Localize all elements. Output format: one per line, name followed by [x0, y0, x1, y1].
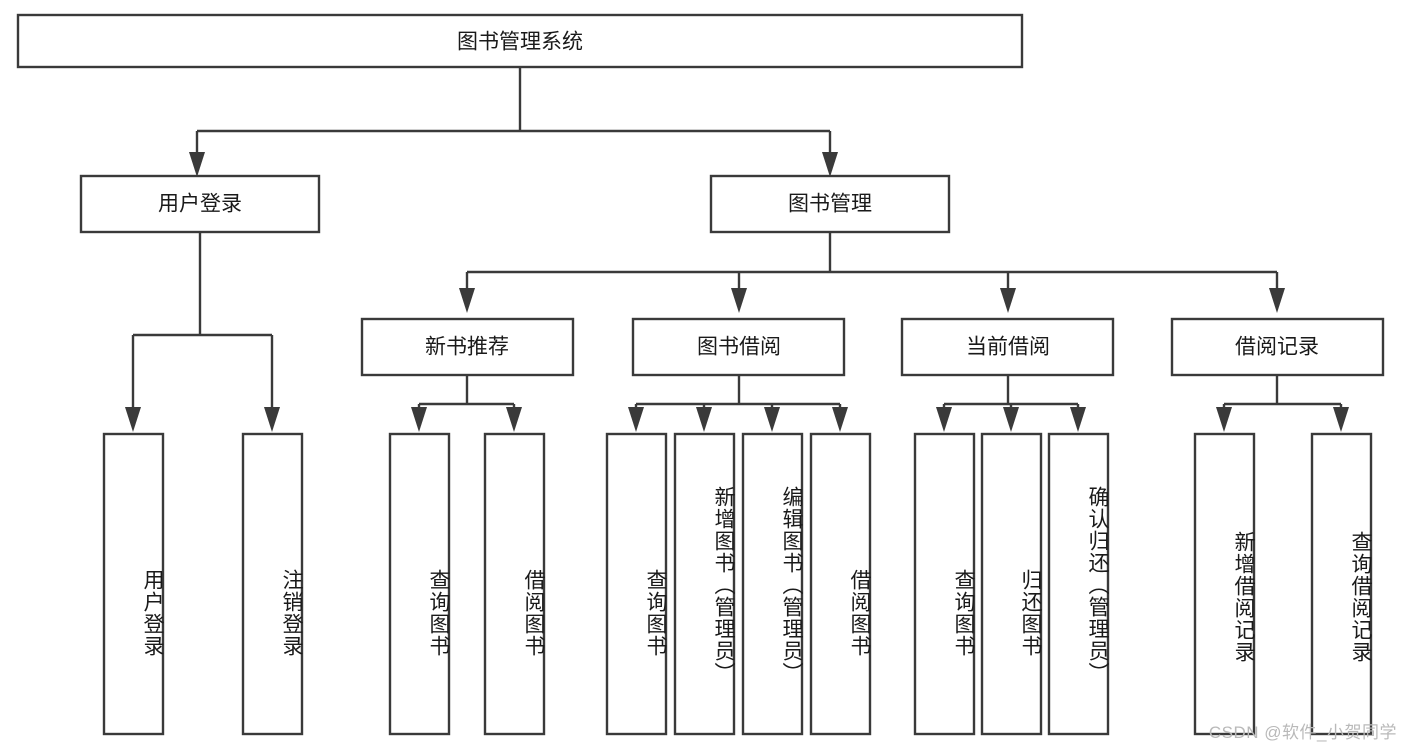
arrow-head-user-login-leaf-0: [125, 407, 141, 432]
watermark-text: CSDN @软件_小贺同学: [1208, 723, 1397, 742]
leaf-box-borrow-record-1[interactable]: [1310, 432, 1373, 736]
connector-group-borrow-record: [1216, 375, 1349, 432]
node-book-management[interactable]: [709, 174, 951, 234]
leaf-box-user-login-1[interactable]: [241, 432, 304, 736]
leaf-box-current-borrow-2[interactable]: [1047, 432, 1110, 736]
leaf-box-user-login-0[interactable]: [102, 432, 165, 736]
node-book-borrow-label: 图书借阅: [697, 336, 781, 359]
arrow-head-borrow-record-leaf-1: [1333, 407, 1349, 432]
arrow-head-new-book-leaf-0: [411, 407, 427, 432]
node-book-management-label: 图书管理: [788, 193, 872, 216]
arrow-head-new-book-leaf-1: [506, 407, 522, 432]
arrow-head-current-borrow-leaf-2: [1070, 407, 1086, 432]
node-new-book-recommend-label: 新书推荐: [425, 336, 509, 359]
node-current-borrow[interactable]: [900, 317, 1115, 377]
arrow-head-new-book-recommend: [459, 288, 475, 313]
node-book-borrow[interactable]: [631, 317, 846, 377]
connector-group-book-mgmt: [459, 232, 1285, 313]
node-new-book-recommend[interactable]: [360, 317, 575, 377]
leaf-box-book-borrow-0[interactable]: [605, 432, 668, 736]
arrow-head-borrow-record: [1269, 288, 1285, 313]
leaf-box-new-book-0[interactable]: [388, 432, 451, 736]
arrow-head-user-login-leaf-1: [264, 407, 280, 432]
arrow-head-current-borrow-leaf-0: [936, 407, 952, 432]
node-borrow-record[interactable]: [1170, 317, 1385, 377]
node-user-login[interactable]: [79, 174, 321, 234]
leaf-box-book-borrow-1[interactable]: [673, 432, 736, 736]
node-root-label: 图书管理系统: [457, 31, 583, 54]
arrow-head-current-borrow-leaf-1: [1003, 407, 1019, 432]
arrow-head-book-mgmt: [822, 152, 838, 177]
connector-group-root: [189, 67, 838, 177]
node-root[interactable]: [16, 13, 1024, 69]
leaf-box-new-book-1[interactable]: [483, 432, 546, 736]
connector-group-user-login: [125, 232, 280, 432]
arrow-head-user-login: [189, 152, 205, 177]
arrow-head-current-borrow: [1000, 288, 1016, 313]
leaf-box-book-borrow-3[interactable]: [809, 432, 872, 736]
arrow-head-book-borrow-leaf-0: [628, 407, 644, 432]
connector-group-current-borrow: [936, 375, 1086, 432]
leaf-box-current-borrow-0[interactable]: [913, 432, 976, 736]
arrow-head-book-borrow-leaf-3: [832, 407, 848, 432]
node-borrow-record-label: 借阅记录: [1235, 336, 1319, 359]
leaf-box-borrow-record-0[interactable]: [1193, 432, 1256, 736]
arrow-head-book-borrow: [731, 288, 747, 313]
connector-group-new-book-recommend: [411, 375, 522, 432]
arrow-head-borrow-record-leaf-0: [1216, 407, 1232, 432]
node-current-borrow-label: 当前借阅: [966, 336, 1050, 359]
leaf-box-current-borrow-1[interactable]: [980, 432, 1043, 736]
connector-group-book-borrow: [628, 375, 848, 432]
leaf-box-book-borrow-2[interactable]: [741, 432, 804, 736]
node-user-login-label: 用户登录: [158, 193, 242, 216]
arrow-head-book-borrow-leaf-1: [696, 407, 712, 432]
arrow-head-book-borrow-leaf-2: [764, 407, 780, 432]
